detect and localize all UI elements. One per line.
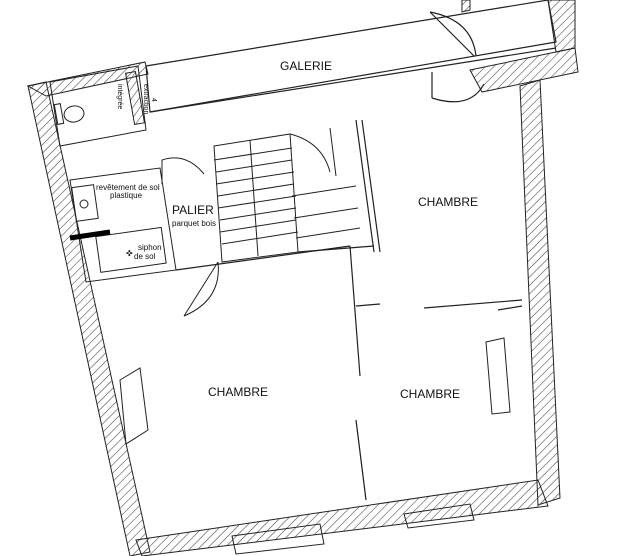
shower-tray — [95, 226, 167, 273]
gallery-outline — [145, 0, 557, 113]
windows — [119, 337, 511, 555]
wc-note-3: intégrée — [116, 84, 123, 109]
gallery — [145, 0, 557, 113]
wc-note-1: 4 — [150, 98, 157, 102]
drain-label-1: siphon — [138, 243, 162, 252]
stairs — [213, 133, 361, 263]
wall-left — [27, 81, 151, 556]
toilet-icon — [63, 105, 85, 123]
landing-note: parquet bois — [172, 219, 216, 228]
wc-note-2: extraction — [142, 84, 149, 114]
landing-doors — [161, 127, 337, 317]
drain-icon: ✜ — [126, 249, 133, 258]
exterior-walls — [26, 0, 579, 556]
wall-top-left — [26, 61, 149, 97]
wall-right — [519, 79, 561, 506]
landing-label: PALIER — [172, 203, 214, 217]
bathroom-covering-1: revêtement de sol — [96, 183, 160, 192]
sink-icon — [71, 184, 99, 222]
bedroom-bottom-left-label: CHAMBRE — [208, 385, 268, 399]
bedroom-bottom-right-label: CHAMBRE — [400, 387, 460, 401]
bathroom-covering-2: plastique — [110, 191, 143, 200]
wall-bottom — [135, 479, 549, 556]
wall-top-right — [469, 47, 579, 93]
bedroom-top-right-label: CHAMBRE — [418, 195, 478, 209]
gallery-label: GALERIE — [280, 59, 332, 73]
wall-gallery-top — [461, 0, 471, 13]
wc-room — [49, 65, 147, 147]
drain-label-2: de sol — [134, 252, 156, 261]
partitions — [175, 119, 523, 501]
wall-gallery-end — [547, 0, 576, 53]
